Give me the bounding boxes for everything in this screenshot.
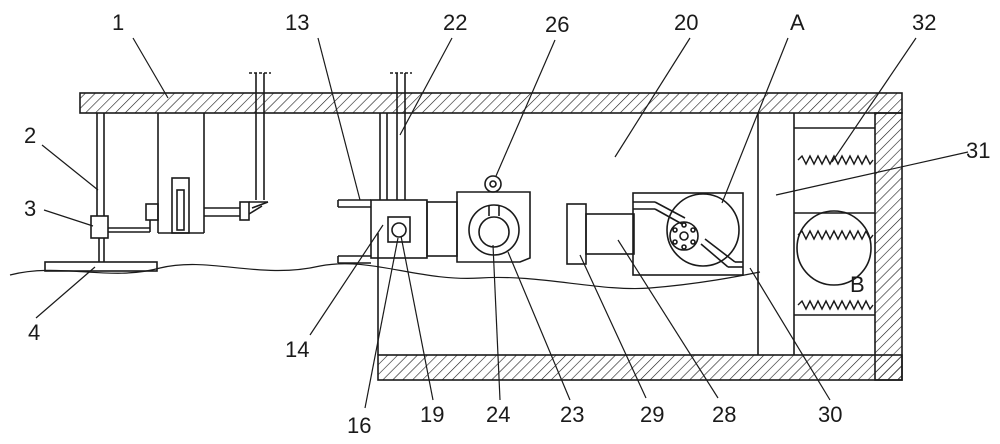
label-28: 28 — [712, 402, 736, 427]
piston-rod-28 — [585, 213, 635, 255]
shaft-16 — [391, 222, 407, 238]
bottom-wall — [377, 354, 903, 381]
label-20: 20 — [674, 10, 698, 35]
label-22: 22 — [443, 10, 467, 35]
ball-B — [796, 210, 872, 286]
label-14: 14 — [285, 337, 309, 362]
motor-housing — [632, 192, 744, 276]
spring-middle — [797, 229, 874, 241]
water-surface — [9, 263, 761, 290]
label-19: 19 — [420, 402, 444, 427]
block-3 — [90, 215, 109, 239]
bevel-gear — [239, 201, 250, 221]
housing-23 — [456, 191, 531, 263]
coupling — [426, 201, 458, 257]
ram-plate-29 — [566, 203, 587, 265]
wheel-A — [666, 193, 740, 267]
right-wall — [874, 112, 903, 381]
label-26: 26 — [545, 12, 569, 37]
label-30: 30 — [818, 402, 842, 427]
label-B: B — [850, 272, 865, 297]
label-13: 13 — [285, 10, 309, 35]
clamp-block-14 — [370, 199, 428, 259]
label-24: 24 — [486, 402, 510, 427]
label-A: A — [790, 10, 805, 35]
label-3: 3 — [24, 196, 36, 221]
leader-lines — [35, 37, 969, 409]
label-31: 31 — [966, 138, 990, 163]
square-hub-19 — [387, 216, 411, 243]
label-1: 1 — [112, 10, 124, 35]
label-29: 29 — [640, 402, 664, 427]
top-wall — [79, 92, 903, 114]
lug-26 — [484, 175, 502, 193]
label-16: 16 — [347, 413, 371, 438]
gearbox — [171, 177, 190, 234]
label-23: 23 — [560, 402, 584, 427]
label-4: 4 — [28, 320, 40, 345]
spring-top — [797, 154, 874, 166]
spring-bottom — [797, 299, 874, 311]
label-2: 2 — [24, 123, 36, 148]
plate-4 — [44, 261, 158, 272]
label-32: 32 — [912, 10, 936, 35]
